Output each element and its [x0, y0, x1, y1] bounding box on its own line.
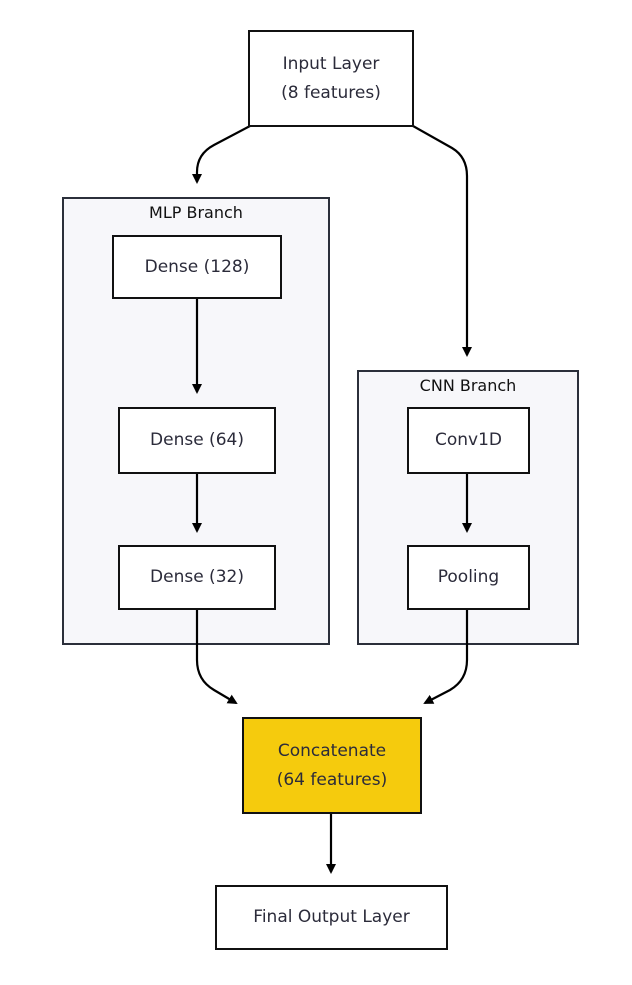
pooling-node: Pooling: [407, 545, 530, 610]
mlp-branch-label: MLP Branch: [149, 203, 243, 222]
edge-input-to-mlp: [192, 125, 251, 184]
edge-input-to-cnn: [412, 125, 472, 357]
dense-32-node: Dense (32): [118, 545, 276, 610]
concatenate-node: Concatenate (64 features): [242, 717, 422, 814]
cnn-branch-label: CNN Branch: [419, 376, 517, 395]
conv1d-node: Conv1D: [407, 407, 530, 474]
dense-64-node: Dense (64): [118, 407, 276, 474]
edge-pooling-to-concat: [423, 609, 469, 704]
input-layer-node: Input Layer (8 features): [248, 30, 414, 127]
final-output-layer-node: Final Output Layer: [215, 885, 448, 950]
dense-128-node: Dense (128): [112, 235, 282, 299]
edge-dense32-to-concat: [195, 609, 238, 705]
